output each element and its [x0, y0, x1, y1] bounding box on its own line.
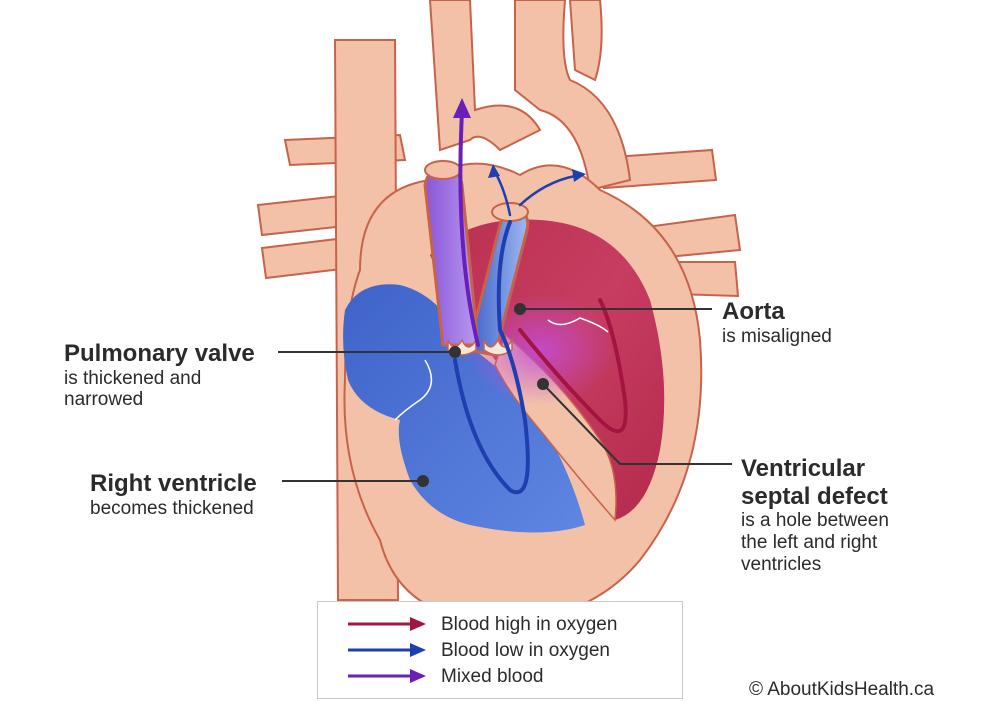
- pulmonary-valve-desc-1: is thickened and: [64, 367, 202, 389]
- arrow-icon: [348, 643, 426, 657]
- pulmonary-valve-title: Pulmonary valve: [64, 340, 255, 367]
- vsd-title-2: septal defect: [741, 482, 888, 510]
- legend-item-low-oxygen: Blood low in oxygen: [318, 638, 682, 664]
- callout-lines: [278, 303, 732, 487]
- right-ventricle-desc: becomes thickened: [90, 497, 254, 519]
- aorta-title: Aorta: [722, 298, 785, 325]
- legend-label-mixed: Mixed blood: [441, 666, 544, 687]
- label-right-ventricle: Right ventricle becomes thickened: [90, 470, 257, 519]
- copyright-credit: © AboutKidsHealth.ca: [749, 679, 935, 700]
- legend-item-mixed: Mixed blood: [318, 664, 682, 690]
- vsd-desc-3: ventricles: [741, 553, 822, 575]
- label-pulmonary-valve: Pulmonary valve is thickened and narrowe…: [64, 340, 255, 411]
- legend-item-high-oxygen: Blood high in oxygen: [318, 612, 682, 638]
- vsd-title-1: Ventricular: [741, 455, 866, 482]
- flow-arrows: [453, 98, 628, 495]
- pulmonary-valve-desc-2: narrowed: [64, 389, 144, 411]
- valve-outlines: [394, 317, 609, 421]
- arrow-icon: [348, 617, 426, 631]
- legend-label-low-oxygen: Blood low in oxygen: [441, 640, 610, 661]
- aorta-desc: is misaligned: [722, 325, 832, 347]
- legend-label-high-oxygen: Blood high in oxygen: [441, 614, 618, 635]
- vsd-desc-2: the left and right: [741, 532, 878, 554]
- label-aorta: Aorta is misaligned: [722, 298, 832, 347]
- arrow-icon: [348, 669, 426, 683]
- legend: Blood high in oxygen Blood low in oxygen…: [317, 601, 683, 699]
- vsd-desc-1: is a hole between: [741, 510, 889, 532]
- right-ventricle-title: Right ventricle: [90, 470, 257, 497]
- label-vsd: Ventricular septal defect is a hole betw…: [741, 455, 889, 576]
